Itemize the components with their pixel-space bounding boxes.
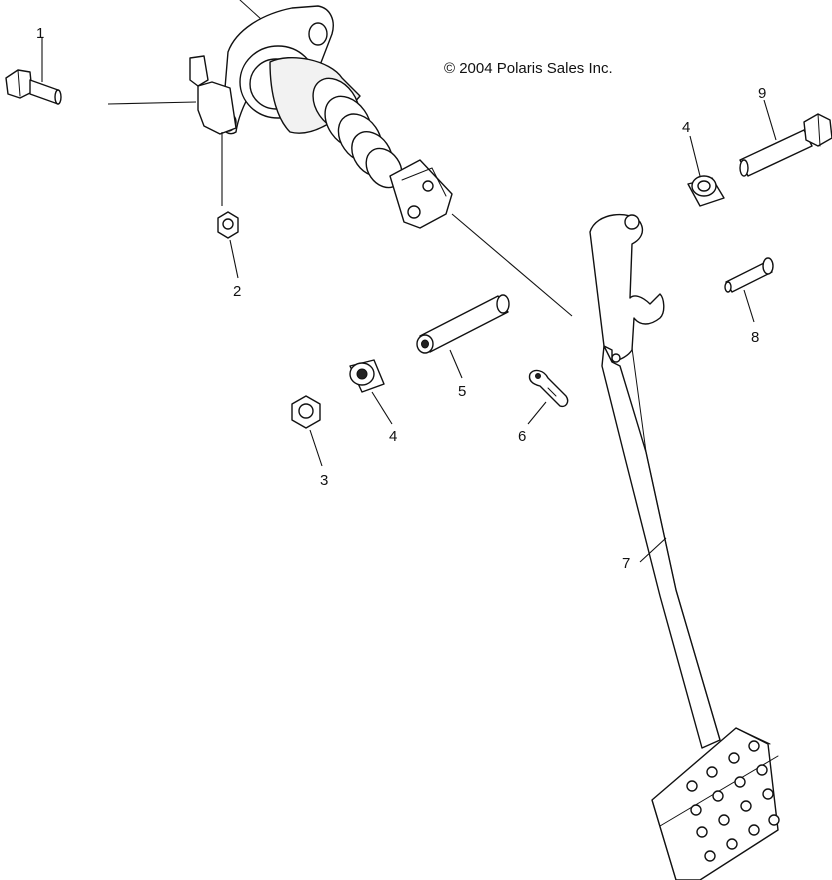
part-7-brake-pedal [589, 213, 780, 880]
callout-4-lower: 4 [389, 428, 397, 445]
callout-7: 7 [622, 555, 630, 572]
part-8-pin [724, 257, 774, 293]
master-cylinder [189, 0, 453, 229]
copyright-text: © 2004 Polaris Sales Inc. [444, 60, 613, 77]
part-4-bushing-lower [349, 359, 385, 393]
callout-8: 8 [751, 329, 759, 346]
part-3-nut [291, 395, 321, 429]
callout-1: 1 [36, 25, 44, 42]
callout-9: 9 [758, 85, 766, 102]
callout-6: 6 [518, 428, 526, 445]
part-2-nut [217, 211, 239, 239]
callout-4-upper: 4 [682, 119, 690, 136]
part-4-bushing-upper [687, 175, 725, 207]
part-1-bolt [5, 69, 62, 105]
callout-2: 2 [233, 283, 241, 300]
callout-5: 5 [458, 383, 466, 400]
part-5-sleeve [416, 294, 510, 354]
callout-3: 3 [320, 472, 328, 489]
part-6-clip [528, 369, 569, 408]
part-9-bolt [739, 113, 832, 177]
